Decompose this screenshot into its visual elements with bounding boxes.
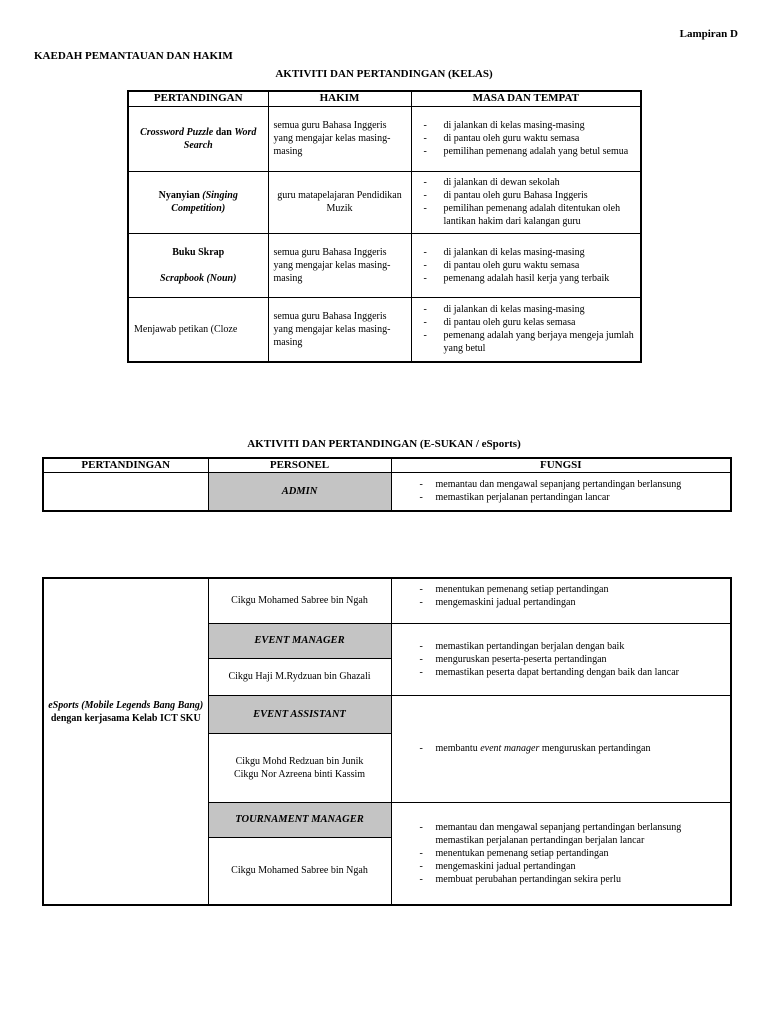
table-row: Crossword Puzzle dan Word Search semua g…	[127, 105, 642, 172]
masa-cell: -di jalankan di kelas masing-masing -di …	[410, 232, 642, 298]
fungsi-cell: -membantu event manager menguruskan pert…	[390, 694, 732, 803]
table-row: Cikgu Mohd Redzuan bin Junik Cikgu Nor A…	[43, 732, 731, 803]
esukan-col-personel: PERSONEL	[207, 457, 392, 473]
esports-table: eSports (Mobile Legends Bang Bang) denga…	[42, 577, 732, 906]
lampiran-label: Lampiran D	[679, 28, 738, 40]
kelas-col-pertandingan: PERTANDINGAN	[127, 90, 269, 107]
fungsi-cell: -memantau dan mengawal sepanjang pertand…	[390, 472, 732, 511]
esukan-col-pertandingan: PERTANDINGAN	[42, 457, 209, 473]
table-row: TOURNAMENT MANAGER -memantau dan mengawa…	[43, 801, 732, 906]
table-row: Buku Skrap Scrapbook (Noun) semua guru B…	[127, 232, 642, 298]
kelas-header-row: PERTANDINGAN HAKIM MASA DAN TEMPAT	[127, 90, 642, 107]
table-row: EVENT MANAGER -memastikan pertandingan b…	[43, 622, 732, 696]
role-cell-tournament-manager: TOURNAMENT MANAGER	[207, 801, 392, 838]
personel-cell: Cikgu Mohd Redzuan bin Junik Cikgu Nor A…	[207, 732, 392, 803]
pertandingan-cell: Crossword Puzzle dan Word Search	[127, 105, 269, 172]
hakim-cell: guru matapelajaran Pendidikan Muzik	[267, 170, 412, 234]
section-kelas-title: AKTIVITI DAN PERTANDINGAN (KELAS)	[275, 68, 493, 80]
personel-cell: Cikgu Mohamed Sabree bin Ngah	[207, 836, 392, 906]
fungsi-cell: -memantau dan mengawal sepanjang pertand…	[390, 801, 732, 906]
pertandingan-cell-empty	[42, 472, 209, 511]
table-row: EVENT ASSISTANT -membantu event manager …	[43, 694, 732, 803]
role-cell-event-manager: EVENT MANAGER	[207, 622, 392, 659]
hakim-cell: semua guru Bahasa Inggeris yang mengajar…	[267, 296, 412, 363]
personel-cell: Cikgu Mohamed Sabree bin Ngah	[207, 577, 392, 624]
esukan-table: PERTANDINGAN PERSONEL FUNGSI ADMIN -mema…	[42, 457, 732, 512]
kelas-col-hakim: HAKIM	[267, 90, 412, 107]
table-row: ADMIN -memantau dan mengawal sepanjang p…	[42, 472, 732, 511]
hakim-cell: semua guru Bahasa Inggeris yang mengajar…	[267, 105, 412, 172]
table-row: Menjawab petikan (Cloze semua guru Bahas…	[127, 296, 642, 363]
table-row: eSports (Mobile Legends Bang Bang) denga…	[42, 577, 732, 906]
pertandingan-cell: Menjawab petikan (Cloze	[127, 296, 269, 363]
pertandingan-cell: Buku Skrap Scrapbook (Noun)	[127, 232, 269, 298]
masa-cell: -di jalankan di kelas masing-masing -di …	[410, 105, 642, 172]
masa-cell: -di jalankan di kelas masing-masing -di …	[410, 296, 642, 363]
table-row: Cikgu Mohamed Sabree bin Ngah	[43, 836, 731, 906]
role-cell-event-assistant: EVENT ASSISTANT	[207, 694, 392, 734]
kelas-table: PERTANDINGAN HAKIM MASA DAN TEMPAT Cross…	[127, 90, 642, 363]
hakim-cell: semua guru Bahasa Inggeris yang mengajar…	[267, 232, 412, 298]
role-cell-admin: ADMIN	[207, 472, 392, 511]
masa-cell: -di jalankan di dewan sekolah -di pantau…	[410, 170, 642, 234]
table-row: Nyanyian (Singing Competition) guru mata…	[127, 170, 642, 234]
esukan-header-row: PERTANDINGAN PERSONEL FUNGSI	[42, 457, 732, 473]
fungsi-cell: -menentukan pemenang setiap pertandingan…	[390, 577, 732, 624]
personel-cell: Cikgu Haji M.Rydzuan bin Ghazali	[207, 657, 392, 696]
kelas-col-masa: MASA DAN TEMPAT	[410, 90, 642, 107]
esports-pertandingan-cell: eSports (Mobile Legends Bang Bang) denga…	[42, 577, 209, 906]
section-esukan-title: AKTIVITI DAN PERTANDINGAN (E-SUKAN / eSp…	[247, 438, 521, 450]
pertandingan-cell: Nyanyian (Singing Competition)	[127, 170, 269, 234]
fungsi-cell: -memastikan pertandingan berjalan dengan…	[390, 622, 732, 696]
page-title: KAEDAH PEMANTAUAN DAN HAKIM	[34, 50, 233, 62]
esukan-col-fungsi: FUNGSI	[390, 457, 732, 473]
